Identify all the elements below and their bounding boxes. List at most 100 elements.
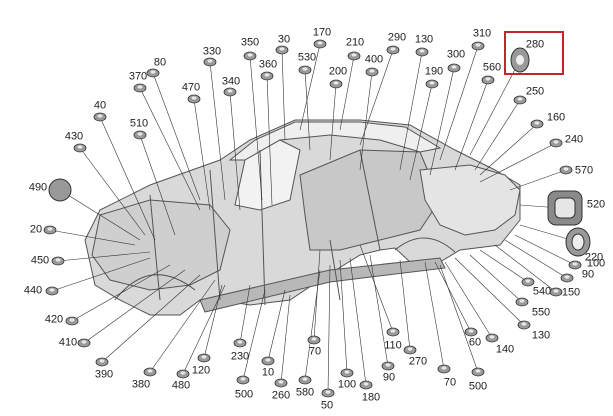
part-label-130-top: 130 [414, 33, 434, 46]
plug-70-mid-center [311, 337, 317, 341]
part-label-230: 230 [230, 350, 250, 363]
plug-150-center [553, 289, 559, 293]
plug-40-center [97, 114, 103, 118]
part-label-160: 160 [546, 111, 566, 124]
leader-line-290 [359, 49, 394, 146]
part-label-520: 520 [586, 198, 606, 211]
leader-line-350 [249, 55, 263, 201]
leader-line-300 [429, 67, 455, 176]
leader-line-60 [434, 261, 472, 333]
leader-line-420 [71, 264, 171, 322]
plug-70-bottom-center [441, 366, 447, 370]
leader-line-30 [281, 49, 286, 141]
highlight-box-280 [504, 31, 564, 75]
part-label-170: 170 [312, 26, 332, 39]
leader-line-70-mid [313, 249, 321, 341]
leader-line-140 [444, 261, 493, 339]
leader-line-370 [139, 87, 201, 211]
part-label-210: 210 [345, 36, 365, 49]
part-label-120: 120 [191, 364, 211, 377]
part-label-350: 350 [240, 36, 260, 49]
leader-line-380 [149, 279, 216, 373]
part-label-140: 140 [495, 343, 515, 356]
part-label-250: 250 [525, 85, 545, 98]
leader-lines [49, 43, 579, 394]
plug-140-center [489, 335, 495, 339]
leader-line-280 [469, 59, 521, 156]
leader-line-440 [51, 257, 151, 292]
leader-line-90-bottom [369, 254, 389, 367]
leader-line-340 [229, 91, 241, 211]
plug-260-center [278, 380, 284, 384]
leader-line-480 [182, 284, 226, 375]
leader-line-580 [304, 269, 321, 381]
part-label-360: 360 [258, 58, 278, 71]
plug-100-bottom-center [344, 370, 350, 374]
part-label-420: 420 [44, 313, 64, 326]
plug-icons [43, 39, 582, 398]
plug-370-center [137, 85, 143, 89]
plug-110-center [390, 329, 396, 333]
plug-540-center [525, 279, 531, 283]
part-label-370: 370 [128, 70, 148, 83]
plug-430-center [77, 145, 83, 149]
part-label-490: 490 [28, 181, 48, 194]
leader-line-550 [469, 254, 523, 303]
leader-line-210 [339, 55, 355, 131]
plug-20-center [47, 227, 53, 231]
leader-line-240 [479, 142, 557, 183]
plug-200-center [333, 81, 339, 85]
plug-30-center [279, 47, 285, 51]
windshield-frame [234, 139, 301, 211]
leader-line-170 [299, 43, 321, 131]
plug-250-center [517, 97, 523, 101]
plug-170-center [317, 41, 323, 45]
part-label-180: 180 [361, 391, 381, 404]
plug-340-center [227, 89, 233, 93]
leader-line-400 [359, 71, 373, 171]
leader-line-110 [359, 244, 394, 333]
rear-fender [419, 164, 521, 236]
plug-380-center [147, 369, 153, 373]
plug-300-center [451, 65, 457, 69]
part-label-480: 480 [171, 379, 191, 392]
plug-420-center [69, 318, 75, 322]
plug-560-center [485, 77, 491, 81]
leader-line-500-right [439, 264, 479, 373]
leader-line-100-bottom [339, 259, 348, 374]
leader-line-450 [57, 251, 151, 262]
leader-line-20 [49, 229, 136, 246]
plug-50-center [325, 390, 331, 394]
front-fender [91, 199, 231, 291]
leader-line-560 [454, 79, 489, 171]
part-label-80: 80 [153, 56, 167, 69]
part-label-30: 30 [277, 33, 291, 46]
part-label-380: 380 [131, 378, 151, 391]
part-label-150: 150 [561, 286, 581, 299]
plug-180-center [363, 382, 369, 386]
part-label-60: 60 [468, 336, 482, 349]
plug-390-center [99, 359, 105, 363]
plug-350-center [247, 53, 253, 57]
part-label-240: 240 [564, 133, 584, 146]
part-label-260: 260 [271, 389, 291, 402]
plug-510-center [137, 132, 143, 136]
part-label-310: 310 [472, 27, 492, 40]
part-label-450: 450 [30, 254, 50, 267]
leader-line-360 [266, 75, 273, 206]
leader-line-10 [267, 289, 286, 362]
leader-line-540 [479, 249, 529, 283]
part-label-390: 390 [94, 368, 114, 381]
plug-330-center [207, 59, 213, 63]
leader-line-490 [59, 189, 141, 241]
plug-290-center [390, 47, 396, 51]
part-label-90-right: 90 [581, 268, 595, 281]
plug-120-center [201, 355, 207, 359]
plug-580-center [302, 377, 308, 381]
part-label-580: 580 [295, 386, 315, 399]
part-label-440: 440 [23, 284, 43, 297]
leader-line-270 [399, 259, 411, 351]
leader-line-250 [474, 99, 521, 171]
part-label-340: 340 [221, 75, 241, 88]
